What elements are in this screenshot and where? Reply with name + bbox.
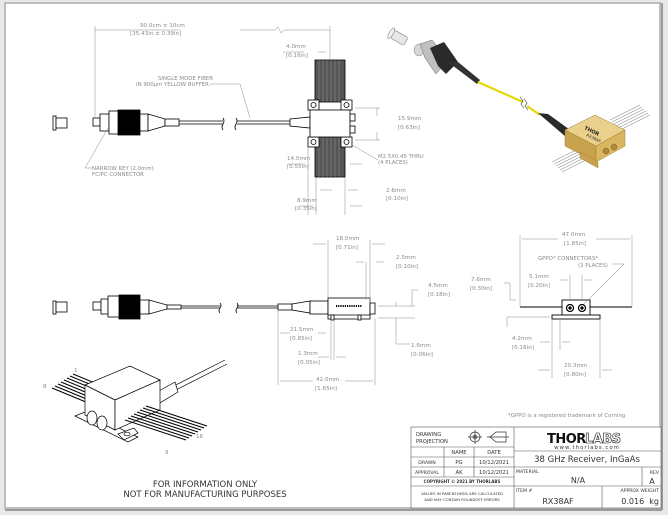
isometric-view: [51, 359, 228, 443]
dim-4-0: 4.0mm: [286, 44, 306, 50]
render-yellow-fiber: [477, 80, 524, 104]
product-render: THOR RX38AF: [387, 27, 651, 173]
fc-connector-side: [92, 294, 182, 320]
dim-4-5: 4.5mm: [428, 283, 448, 289]
dust-cap-top: [52, 115, 68, 131]
dim-14-0: 14.0mm: [287, 156, 310, 162]
dim-47-0: 47.0mm: [562, 232, 585, 238]
fc-connector-top: [92, 109, 180, 136]
pin-8-label: 8: [43, 384, 47, 390]
dim-1-6-in: [0.06in]: [411, 352, 433, 358]
rev-label: REV: [650, 470, 660, 476]
dim-4-0-in: [0.16in]: [286, 53, 308, 59]
product-title: 38 GHz Receiver, InGaAs: [534, 455, 640, 465]
website-text: www.thorlabs.com: [554, 445, 620, 451]
top-view: [52, 59, 356, 178]
dim-4-2-in: [0.16in]: [512, 345, 534, 351]
values-note-2: AND MAY CONTAIN ROUNDOFF ERRORS: [424, 497, 500, 502]
gppo-note-1: GPPO* CONNECTORS*: [538, 256, 598, 262]
weight-label: APPROX WEIGHT: [621, 488, 660, 494]
dim-2-5: 2.5mm: [396, 255, 416, 261]
weight-value: 0.016 kg: [621, 497, 659, 506]
top-view-dimension-lines: [84, 26, 380, 215]
dim-21-5: 21.5mm: [290, 327, 313, 333]
dim-42-0-in: [1.65in]: [315, 386, 337, 392]
dim-5-1-in: [0.20in]: [528, 283, 550, 289]
fiber-length-dim: 90.0cm ± 10cm: [140, 23, 185, 29]
material-label: MATERIAL: [516, 469, 539, 475]
logo-labs-text: LABS: [585, 432, 621, 447]
connector-note-1: NARROW KEY (2.0mm): [92, 166, 154, 172]
dim-1-6: 1.6mm: [411, 343, 431, 349]
values-note-1: VALUES IN PARENTHESIS ARE CALCULATED: [421, 491, 503, 496]
logo-thor-text: THOR: [547, 432, 586, 447]
dim-2-6: 2.6mm: [386, 188, 406, 194]
drawn-name: PG: [455, 460, 462, 466]
render-gold-body: THOR RX38AF: [564, 114, 626, 169]
thorlabs-logo: THOR LABS www.thorlabs.com: [547, 432, 622, 451]
disclaimer-line-1: FOR INFORMATION ONLY: [153, 480, 258, 490]
drawn-date: 10/12/2021: [479, 460, 509, 466]
pin-9-label: 9: [165, 450, 169, 456]
copyright-text: COPYRIGHT © 2021 BY THORLABS: [424, 479, 501, 484]
receiver-body-top: [307, 59, 356, 178]
end-view-dimension-lines: [504, 235, 633, 378]
svg-text:RX38AF: RX38AF: [586, 132, 603, 144]
rev-value: A: [649, 477, 655, 486]
trademark-note: *GPPO is a registered trademark of Corni…: [508, 413, 625, 419]
render-dust-cap: [387, 27, 408, 46]
dim-20-3-in: [0.80in]: [564, 372, 586, 378]
approval-label: APPROVAL: [415, 470, 439, 476]
projection-label-1: DRAWING: [416, 432, 441, 438]
receiver-body-side: [327, 297, 376, 321]
gppo-note-2: (2 PLACES): [578, 263, 608, 269]
material-value: N/A: [571, 476, 586, 485]
dim-20-3: 20.3mm: [564, 363, 587, 369]
pin-16-label: 16: [196, 434, 204, 440]
approval-date: 10/12/2021: [479, 470, 509, 476]
fiber-length-dim-in: [35.43in ± 0.39in]: [130, 31, 181, 37]
dim-7-6-in: [0.30in]: [470, 286, 492, 292]
dim-42-0: 42.0mm: [316, 377, 339, 383]
dim-18-0-in: [0.71in]: [336, 245, 358, 251]
dim-4-2: 4.2mm: [512, 336, 532, 342]
dim-2-6-in: [0.10in]: [386, 196, 408, 202]
end-view: [520, 299, 632, 320]
dim-2-5-in: [0.10in]: [396, 264, 418, 270]
connector-note-2: FC/PC CONNECTOR: [92, 172, 144, 178]
projection-symbol-icon: [468, 430, 509, 444]
item-label: ITEM #: [516, 488, 532, 494]
dim-1-3: 1.3mm: [298, 351, 318, 357]
dim-15-9-in: [0.63in]: [398, 125, 420, 131]
dim-4-5-in: [0.18in]: [428, 292, 450, 298]
title-block: [410, 426, 662, 509]
dim-7-6: 7.6mm: [471, 277, 491, 283]
disclaimer-line-2: NOT FOR MANUFACTURING PURPOSES: [123, 490, 286, 500]
thru-note-1: M2.5X0.45 THRU: [378, 154, 424, 160]
drawn-label: DRAWN: [418, 460, 435, 466]
dim-8-9-in: [0.35in]: [295, 206, 317, 212]
side-view: [52, 294, 376, 321]
thru-note-2: (4 PLACES): [378, 160, 408, 166]
dim-47-0-in: [1.85in]: [564, 241, 586, 247]
col-name-header: NAME: [451, 450, 466, 456]
render-fc-connector: [413, 39, 480, 84]
side-view-dimension-lines: [277, 240, 418, 385]
dim-1-3-in: [0.05in]: [298, 360, 320, 366]
approval-name: AK: [456, 470, 464, 476]
projection-label-2: PROJECTION: [416, 439, 448, 445]
dim-8-9: 8.9mm: [297, 198, 317, 204]
dim-18-0: 18.0mm: [336, 236, 359, 242]
dust-cap-side: [52, 300, 68, 315]
pin-1-label: 1: [74, 368, 78, 374]
item-value: RX38AF: [542, 497, 574, 506]
fiber-note-2: IN 900µm YELLOW BUFFER: [136, 82, 209, 88]
dim-21-5-in: [0.85in]: [290, 336, 312, 342]
dim-15-9: 15.9mm: [398, 116, 421, 122]
dim-5-1: 5.1mm: [529, 274, 549, 280]
fiber-note-1: SINGLE MODE FIBER: [158, 76, 213, 82]
dim-14-0-in: [0.55in]: [287, 164, 309, 170]
col-date-header: DATE: [487, 450, 501, 456]
